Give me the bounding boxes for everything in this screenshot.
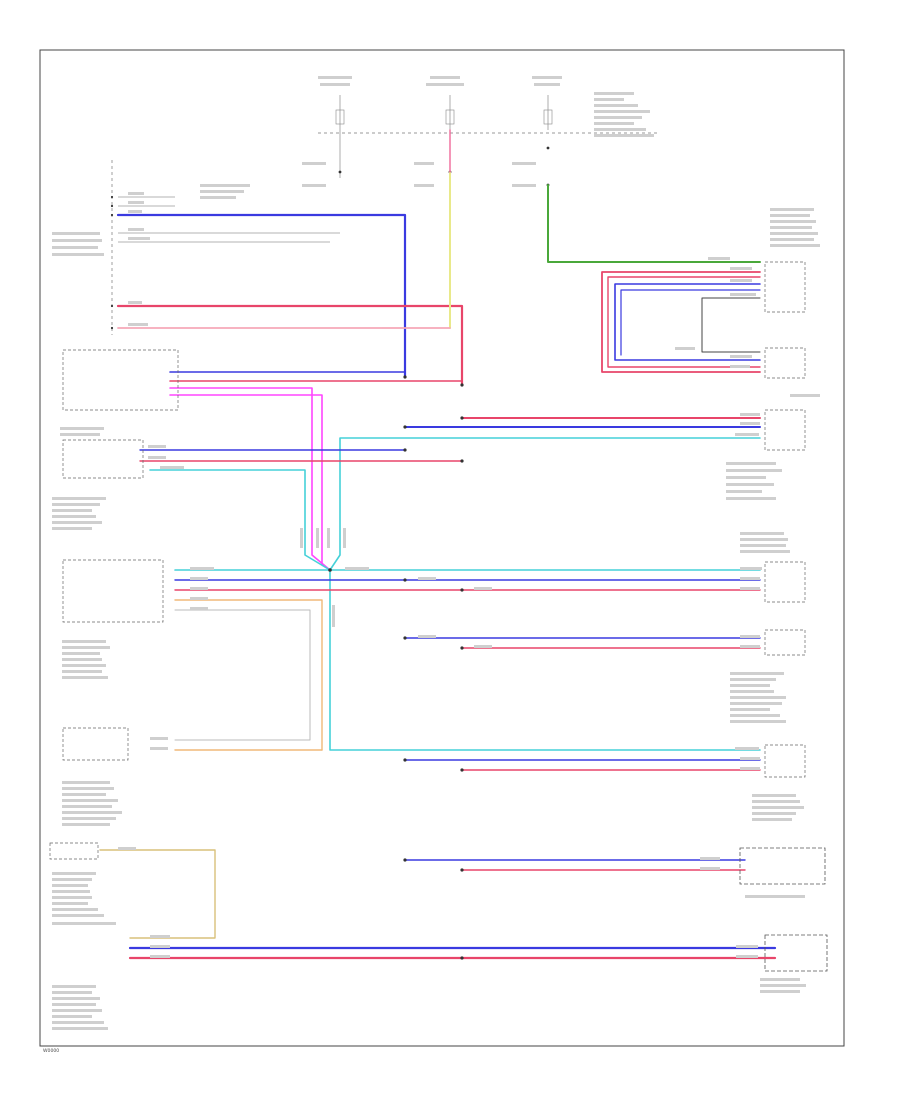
wire-gray-module-c — [174, 609, 311, 741]
right-module-f-box — [739, 847, 826, 885]
wire-red-main — [116, 304, 464, 387]
wire-cyan-bus-up — [329, 437, 761, 571]
wire-magenta-module-a-1 — [169, 387, 331, 571]
wire-blue-main — [116, 213, 407, 379]
splice-points — [328, 375, 464, 960]
component-boxes — [49, 261, 828, 972]
right-connector-6-box — [764, 744, 806, 778]
wire-magenta-module-a-2 — [169, 394, 331, 571]
right-connector-2-box — [764, 347, 806, 379]
module-e-box — [49, 842, 99, 860]
wires — [99, 129, 777, 960]
wire-green-power — [547, 184, 761, 263]
wire-blue-loop-inner — [620, 289, 761, 356]
right-connector-5-box — [764, 629, 806, 656]
wire-orange-module-c — [174, 599, 323, 751]
wire-gold-module-e — [99, 849, 216, 939]
module-d-box — [62, 727, 129, 761]
right-module-g-box — [764, 934, 828, 972]
fuse-block-area — [318, 95, 660, 187]
fuse-1-symbol — [335, 109, 345, 125]
fuse-2-symbol — [445, 109, 455, 125]
right-connector-3-box — [764, 409, 806, 451]
fuse-3-symbol — [543, 109, 553, 125]
wire-red-loop-inner — [607, 276, 761, 368]
left-connector-pins — [110, 160, 340, 335]
illegible-label-blocks — [52, 76, 820, 1030]
wire-red-loop-outer — [601, 271, 761, 373]
diagram-frame — [39, 49, 845, 1047]
wire-cyan-module-b — [149, 469, 331, 571]
module-b-box — [62, 439, 144, 479]
right-connector-1-box — [764, 261, 806, 313]
wire-blue-loop — [614, 283, 761, 361]
wire-cyan-bus-down — [329, 569, 761, 751]
page-reference: W0000 — [43, 1048, 59, 1054]
right-connector-4-box — [764, 561, 806, 603]
module-c-box — [62, 559, 164, 623]
module-a-box — [62, 349, 179, 411]
wire-black-shield — [701, 297, 761, 353]
